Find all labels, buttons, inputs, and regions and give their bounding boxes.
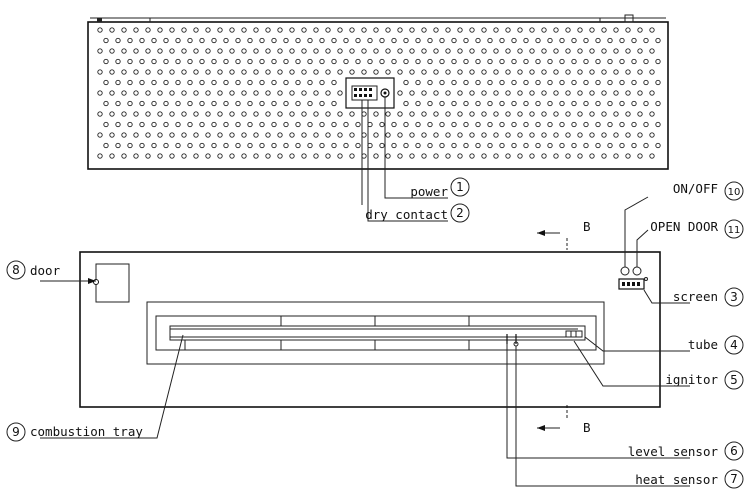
leader-screen [643,289,690,304]
leader-ignitor [573,340,690,387]
callout-circle-1 [450,177,470,197]
callout-circle-4 [724,335,744,355]
callout-num-7: 7 [730,472,738,486]
callout-num-8: 8 [12,263,20,277]
dry-contact-terminal [351,85,378,101]
label-on-off: ON/OFF [673,181,718,196]
leader-heat-sensor [515,346,690,487]
leader-level-sensor [506,344,690,459]
callout-circle-3 [724,287,744,307]
callout-circle-10 [724,181,744,201]
door-latch [93,279,99,285]
combustion-tray-assembly [146,301,605,365]
connector-panel [345,77,395,109]
leader-power [384,97,448,199]
label-door: door [30,263,61,278]
section-label-top: B [583,219,591,234]
leader-open-door [636,229,649,267]
ignitor [565,330,583,338]
label-open-door: OPEN DOOR [650,219,718,234]
label-tube: tube [688,337,718,352]
top-view-housing [87,14,669,170]
label-ignitor: ignitor [665,372,718,387]
door [95,263,130,303]
label-dry-contact: dry contact [365,207,448,222]
leader-tube [584,336,690,352]
control-panel [618,266,648,290]
tray-inner [155,315,597,351]
tube [169,325,586,341]
on-off-button [620,266,630,276]
section-mark-bottom: B [537,405,591,435]
tray-outer [146,301,605,365]
housing-outline [87,21,669,170]
callout-num-6: 6 [730,444,738,458]
callout-circle-9 [6,422,26,442]
screen [618,278,645,290]
callout-num-1: 1 [456,180,464,194]
leader-dry-contact [367,100,448,222]
label-power: power [410,184,448,199]
callout-num-2: 2 [456,206,464,220]
label-level-sensor: level sensor [628,444,719,459]
leader-combustion-tray [40,334,184,439]
callout-num-9: 9 [12,425,20,439]
section-label-bottom: B [583,420,591,435]
leader-on-off [624,196,649,267]
callout-num-5: 5 [730,373,738,387]
section-mark-top: B [537,219,591,250]
callout-circle-7 [724,469,744,489]
label-screen: screen [673,289,718,304]
callout-num-11: 11 [728,225,741,236]
callout-circle-2 [450,203,470,223]
callout-circle-5 [724,370,744,390]
callout-num-10: 10 [728,187,741,198]
callout-num-4: 4 [730,338,738,352]
callout-circle-11 [724,219,744,239]
callout-num-3: 3 [730,290,738,304]
open-door-button [632,266,642,276]
terminal-pins [354,88,372,97]
callout-circle-6 [724,441,744,461]
label-heat-sensor: heat sensor [635,472,718,487]
callout-circle-8 [6,260,26,280]
label-combustion-tray: combustion tray [30,424,143,439]
perforation-grid [97,27,661,159]
front-view-body [79,251,661,408]
